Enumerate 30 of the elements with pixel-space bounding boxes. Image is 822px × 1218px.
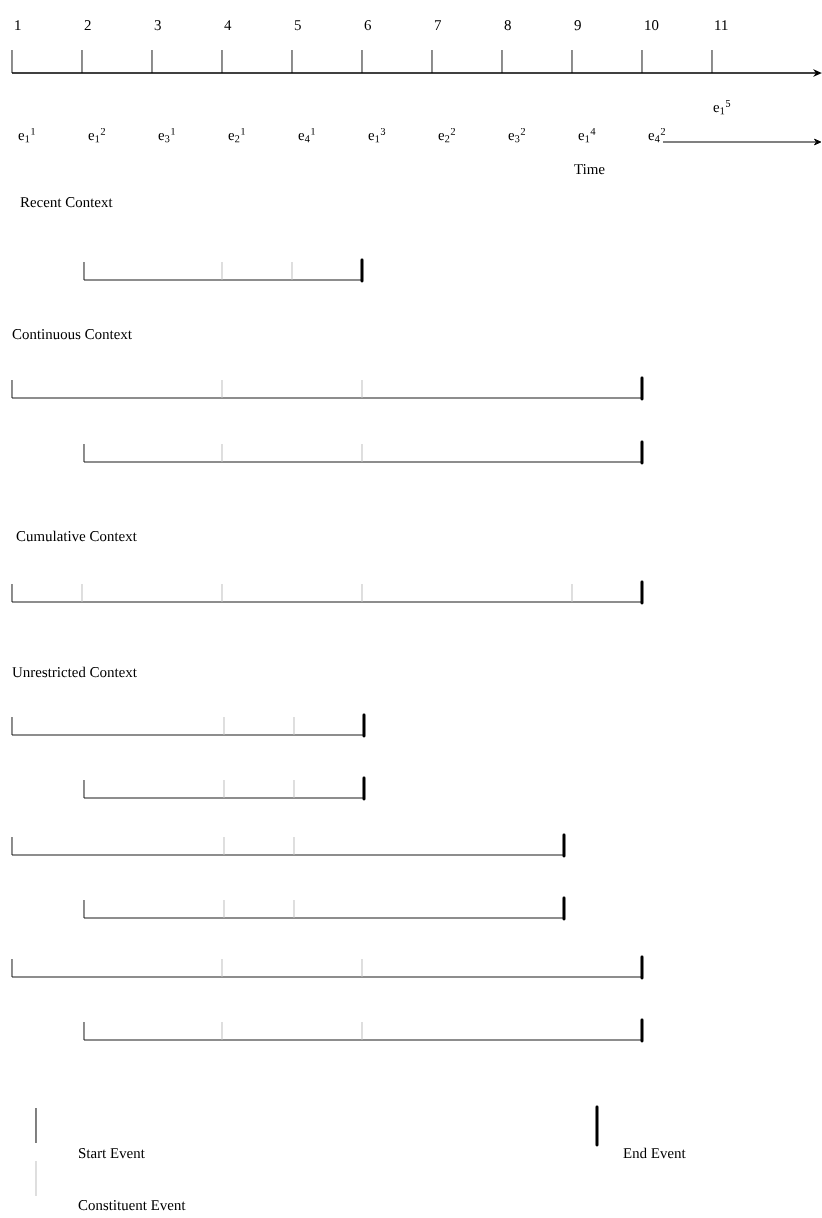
- event-label: e$_{2}$2: [438, 127, 455, 143]
- section-heading: Unrestricted Context: [12, 666, 137, 678]
- tick-number: 9: [574, 20, 581, 31]
- tick-number: 11: [715, 20, 728, 30]
- event-label: e$_{4}$1: [298, 127, 315, 143]
- tick-number: 7: [435, 20, 442, 30]
- tick-number: 1: [15, 20, 21, 30]
- event-label: e$_{3}$2: [508, 127, 525, 143]
- tick-number: 5: [294, 20, 301, 31]
- event-label: e$_{1}$3: [368, 127, 386, 143]
- tick-number: 10: [645, 20, 659, 31]
- axis-label: Time: [574, 164, 605, 175]
- event-label: e$_{2}$1: [228, 127, 245, 143]
- event-label: e$_{1}$4: [578, 127, 596, 143]
- tick-number: 4: [224, 20, 232, 30]
- legend-label: End Event: [623, 1147, 686, 1159]
- tick-number: 8: [504, 20, 511, 31]
- event-label: e$_{3}$1: [158, 127, 175, 143]
- event-label: e$_{1}$5: [713, 99, 731, 115]
- legend-label: Start Event: [79, 1148, 145, 1159]
- event-label: e$_{1}$1: [18, 127, 35, 143]
- tick-number: 3: [154, 20, 161, 31]
- event-label: e$_{4}$2: [648, 127, 665, 143]
- section-heading: Continuous Context: [12, 329, 132, 340]
- section-heading: Recent Context: [20, 197, 113, 208]
- tick-number: 2: [84, 20, 91, 30]
- tick-number: 6: [364, 20, 372, 31]
- section-heading: Cumulative Context: [16, 530, 137, 542]
- legend-label: Constituent Event: [78, 1200, 186, 1211]
- event-label: e$_{1}$2: [88, 127, 105, 143]
